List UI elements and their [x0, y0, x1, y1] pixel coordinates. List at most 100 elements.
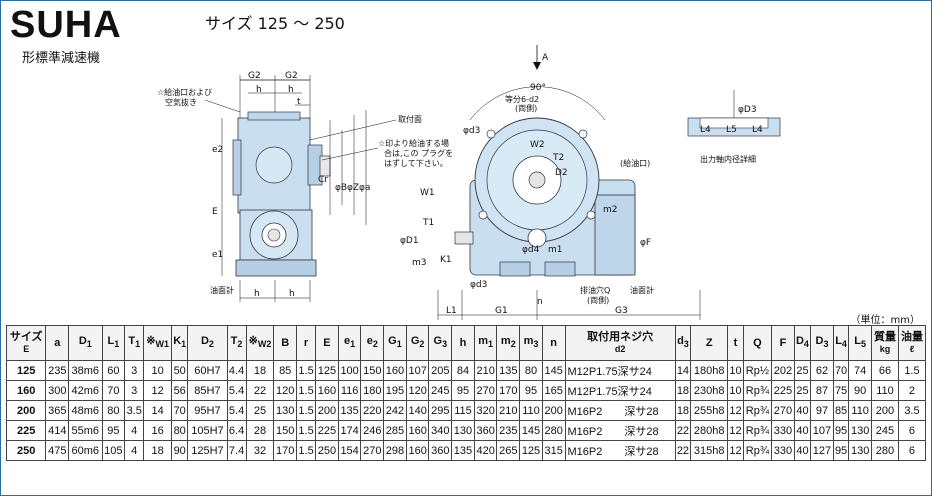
table-cell: 28	[245, 420, 275, 441]
table-cell: 5.4	[226, 380, 247, 401]
table-cell: 280h8	[690, 420, 729, 441]
table-cell: 320	[473, 400, 498, 421]
table-cell: 1.5	[296, 400, 317, 421]
table-cell: 250	[315, 440, 339, 461]
table-cell: 270	[360, 440, 385, 461]
dim-h-bottom-right: h	[289, 289, 295, 299]
table-cell: 150	[273, 420, 298, 441]
table-cell: 40	[793, 420, 812, 441]
dim-m2: m2	[603, 205, 618, 215]
column-header: ※W2	[245, 325, 275, 361]
dim-phi-b: φB	[335, 183, 347, 193]
table-cell: 130	[273, 400, 298, 421]
table-cell: M16P2 深サ28	[564, 440, 676, 461]
dim-l1: L1	[446, 306, 457, 316]
table-cell: 12	[727, 400, 744, 421]
table-cell: 25	[793, 360, 812, 381]
table-cell: M12P1.75深サ24	[564, 380, 676, 401]
table-cell: 270	[473, 380, 498, 401]
column-header: D4	[793, 325, 812, 361]
table-cell: 80	[171, 420, 189, 441]
note-star-3: はずして下さい。	[384, 158, 448, 168]
column-header: D1	[68, 325, 103, 361]
column-header: L4	[832, 325, 850, 361]
column-header: D2	[187, 325, 228, 361]
note-oil-gauge-front: 油面計	[630, 285, 654, 295]
table-cell: 22	[674, 420, 692, 441]
table-cell: 7.4	[226, 440, 247, 461]
table-cell: 110	[848, 400, 872, 421]
table-cell: 330	[771, 420, 795, 441]
table-cell: 298	[383, 440, 407, 461]
dim-phi-d3-bottom: φd3	[470, 280, 487, 290]
table-cell: 360	[473, 420, 498, 441]
table-cell: 300	[45, 380, 70, 401]
table-cell: 125	[519, 440, 543, 461]
table-cell: 210	[473, 360, 498, 381]
table-cell: 60m6	[68, 440, 103, 461]
table-cell: 110	[871, 380, 899, 401]
column-header: r	[296, 325, 317, 361]
table-cell: 180	[360, 380, 385, 401]
table-cell: 246	[360, 420, 385, 441]
table-cell: 6.4	[226, 420, 247, 441]
table-cell: 16	[143, 420, 173, 441]
table-cell: 150	[360, 360, 385, 381]
table-cell: 10	[727, 380, 744, 401]
column-header: h	[451, 325, 475, 361]
table-cell: 340	[428, 420, 453, 441]
table-cell: M16P2 深サ28	[564, 420, 676, 441]
table-cell: 80	[101, 400, 126, 421]
column-header: L5	[848, 325, 872, 361]
table-cell: 165	[541, 380, 566, 401]
front-view: A 90° 等分6-d2 (両側) φd3 W2 T2 D2 W1 T1 φD1…	[400, 45, 701, 320]
table-cell: 18	[674, 380, 692, 401]
table-cell: 135	[451, 440, 475, 461]
column-header: E	[315, 325, 339, 361]
table-cell: 38m6	[68, 360, 103, 381]
column-header: D3	[810, 325, 834, 361]
table-cell: 160	[405, 440, 430, 461]
column-header: m2	[496, 325, 521, 361]
table-cell: 85H7	[187, 380, 228, 401]
dim-phi-z: φZ	[347, 183, 359, 193]
table-cell: 87	[810, 380, 834, 401]
table-cell: 10	[727, 360, 744, 381]
table-cell: 4.4	[226, 360, 247, 381]
table-cell: 295	[428, 400, 453, 421]
table-cell: 202	[771, 360, 795, 381]
table-cell: 3	[124, 360, 145, 381]
dim-phi-a: φa	[359, 183, 370, 193]
table-cell: 116	[337, 380, 362, 401]
table-cell: 255h8	[690, 400, 729, 421]
dim-m1: m1	[548, 245, 563, 255]
table-cell: 230h8	[690, 380, 729, 401]
table-cell: 265	[496, 440, 521, 461]
table-cell: 130	[451, 420, 475, 441]
technical-drawing: G2 G2 h h t e2 E e1 Cr φB φZ φa	[157, 45, 781, 320]
table-cell: 14	[143, 400, 173, 421]
note-drain-2: (両側)	[587, 295, 609, 305]
column-header: d3	[674, 325, 692, 361]
column-header: e1	[337, 325, 362, 361]
dim-g3: G3	[615, 306, 628, 316]
note-star-1: ☆印より給油する場	[378, 138, 449, 148]
table-cell: 200	[541, 400, 566, 421]
table-cell: 70	[101, 380, 126, 401]
table-cell: 210	[496, 400, 521, 421]
note-holes-2: (両側)	[515, 103, 537, 113]
dim-phi-d3-top: φd3	[463, 126, 480, 136]
table-cell: Rp¾	[742, 380, 773, 401]
dim-g2-left: G2	[248, 71, 261, 81]
dim-h-right: h	[288, 85, 294, 95]
view-arrow-a: A	[542, 53, 549, 63]
column-header: Q	[742, 325, 773, 361]
table-cell: 330	[771, 440, 795, 461]
table-cell: 95	[832, 440, 850, 461]
table-cell: 70	[171, 400, 189, 421]
table-cell: 125H7	[187, 440, 228, 461]
